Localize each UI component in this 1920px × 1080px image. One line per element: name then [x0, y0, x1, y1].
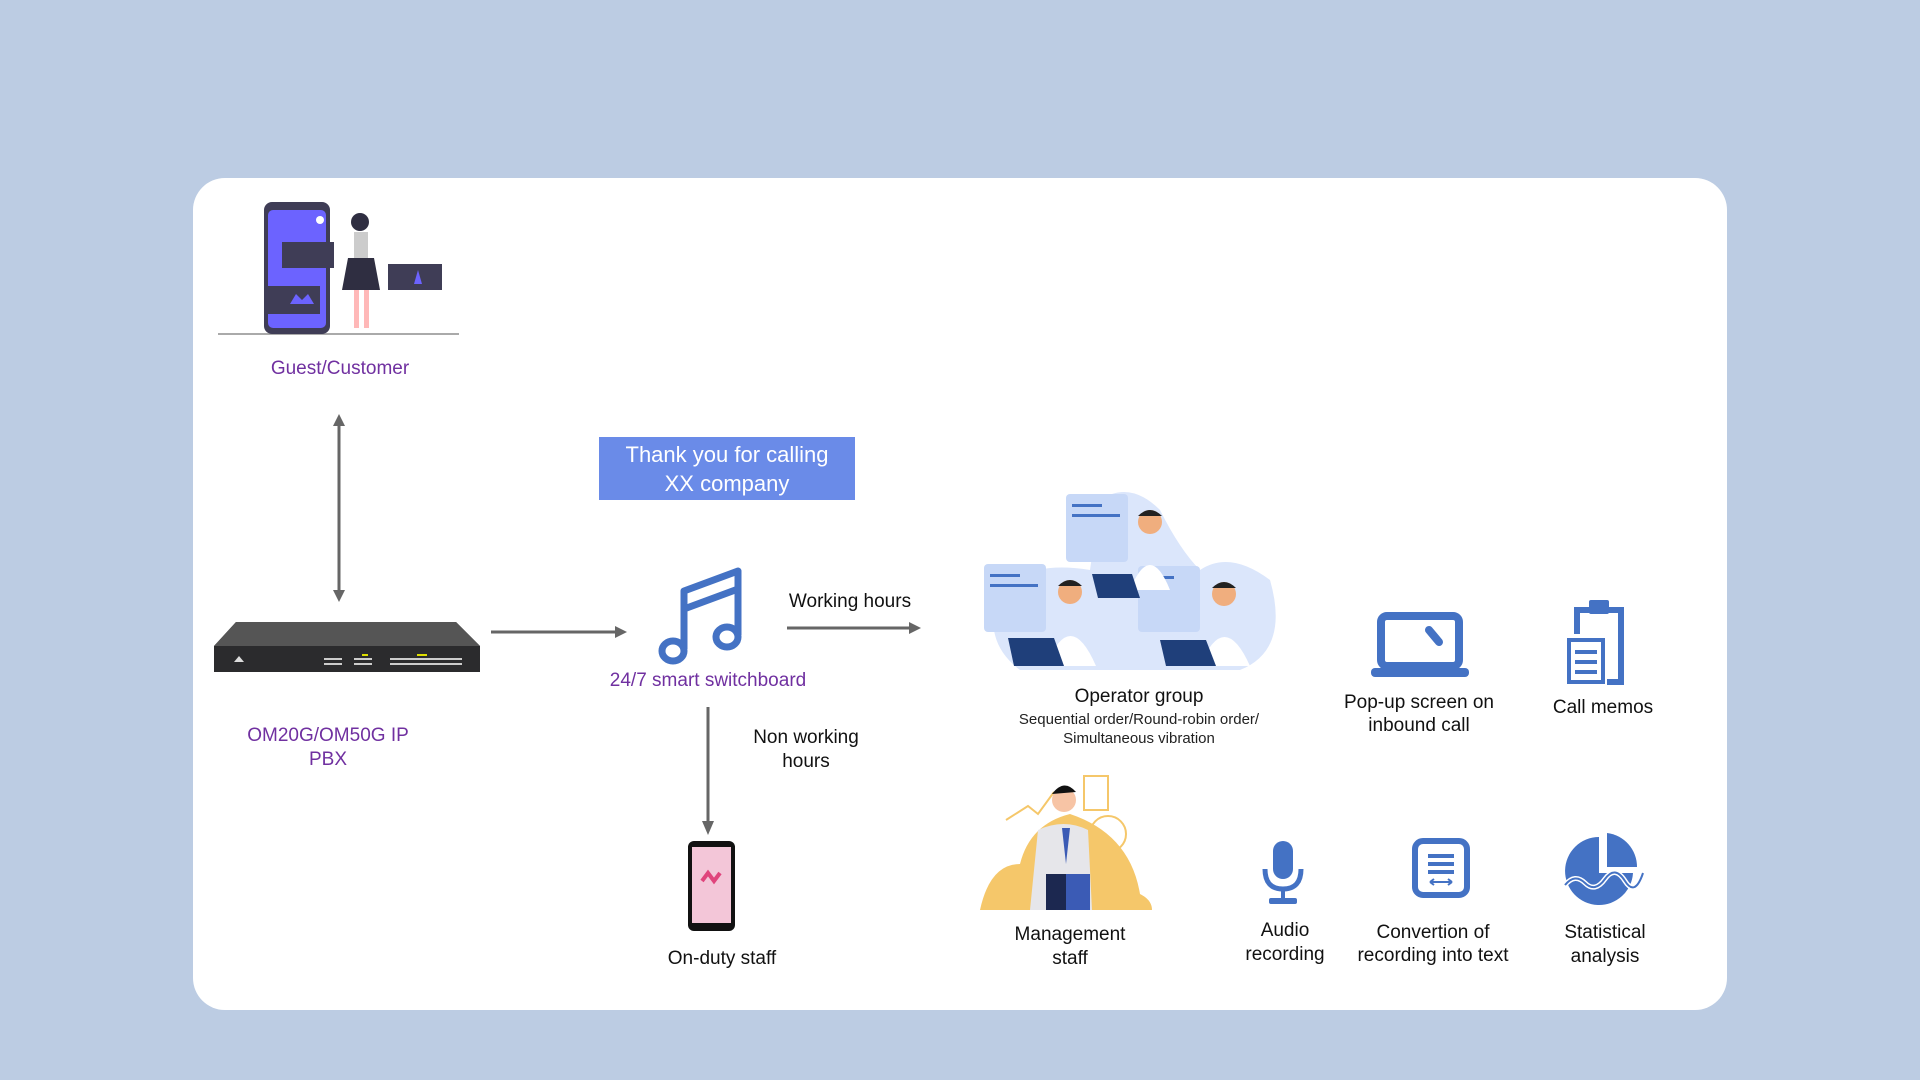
non-working-label-line1: Non working — [753, 727, 859, 748]
operators-illustration — [984, 492, 1276, 670]
on-duty-label: On-duty staff — [667, 948, 777, 969]
customer-illustration — [218, 202, 459, 335]
manager-illustration — [980, 775, 1152, 910]
feature-label-popup-line1: Pop-up screen on — [1344, 692, 1494, 713]
clipboard-icon — [1567, 600, 1624, 685]
feature-label-stats-line1: Statistical — [1564, 922, 1646, 943]
feature-label-convert-line2: recording into text — [1357, 945, 1509, 966]
diagram-card — [193, 178, 1727, 1010]
feature-label-stats-line2: analysis — [1570, 946, 1640, 967]
phone-icon — [688, 841, 735, 931]
operator-group-title: Operator group — [1074, 686, 1204, 707]
greeting-line2: XX company — [664, 470, 790, 496]
working-hours-label: Working hours — [788, 591, 912, 612]
pbx-label-line2: PBX — [308, 749, 348, 770]
pie-chart-icon — [1563, 833, 1646, 905]
arrow-working-hours — [787, 622, 921, 634]
feature-label-memos: Call memos — [1552, 697, 1654, 718]
guest-label: Guest/Customer — [270, 358, 410, 379]
switchboard-label: 24/7 smart switchboard — [609, 670, 807, 691]
arrow-non-working-hours — [702, 707, 714, 835]
operator-group-sub-line1: Sequential order/Round-robin order/ — [1018, 711, 1260, 728]
non-working-label-line2: hours — [782, 751, 830, 772]
feature-label-convert-line1: Convertion of — [1376, 922, 1490, 943]
feature-label-audio-line1: Audio — [1260, 920, 1310, 941]
management-label-line2: staff — [1052, 948, 1088, 969]
microphone-icon — [1262, 841, 1304, 904]
laptop-icon — [1371, 612, 1469, 677]
operator-group-sub-line2: Simultaneous vibration — [1063, 730, 1215, 747]
bidirectional-arrow — [333, 414, 345, 602]
management-label-line1: Management — [1014, 924, 1126, 945]
pbx-label-line1: OM20G/OM50G IP — [247, 725, 409, 746]
feature-label-popup-line2: inbound call — [1368, 715, 1470, 736]
music-note-icon — [658, 567, 742, 665]
document-icon — [1412, 838, 1470, 898]
greeting-line1: Thank you for calling — [625, 441, 829, 467]
greeting-banner: Thank you for calling XX company — [599, 437, 855, 500]
feature-label-audio-line2: recording — [1245, 944, 1325, 965]
ip-pbx-device — [214, 622, 480, 672]
arrow-pbx-to-switchboard — [491, 626, 627, 638]
